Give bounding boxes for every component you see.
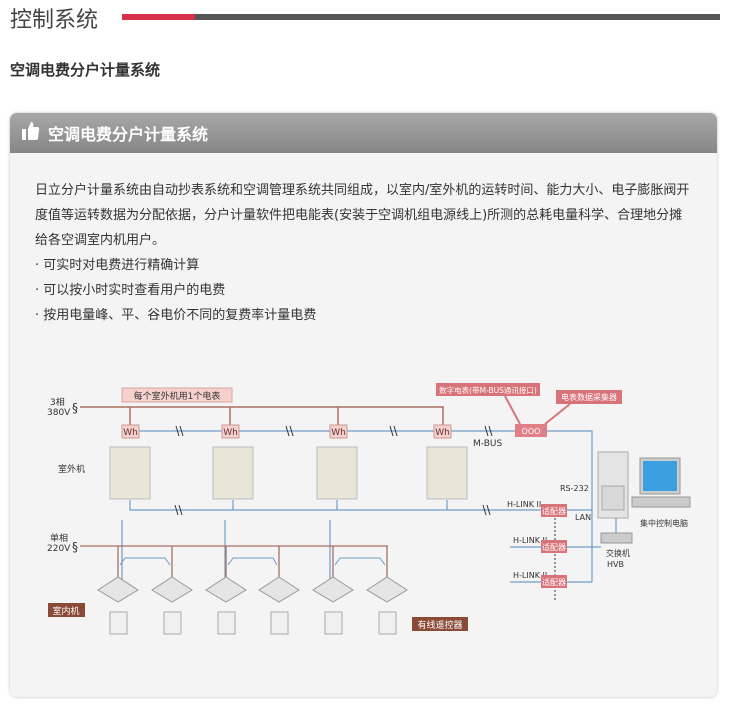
indoor-unit-label: 室内机 (52, 605, 79, 617)
panel-description: 日立分户计量系统由自动抄表系统和空调管理系统共同组成，以室内/室外机的运转时间、… (35, 178, 695, 328)
meter-label: Wh (331, 428, 346, 438)
cable-break-icon: § (72, 401, 78, 415)
adapter-label: 适配器 (542, 542, 566, 552)
adapter-label: 适配器 (542, 577, 566, 587)
page-title: 控制系统 (10, 8, 99, 33)
title-divider (122, 14, 720, 20)
outdoor-unit-label: 室外机 (58, 463, 85, 475)
cable-break-icon: § (72, 540, 78, 554)
hlink-label: H-LINK II (507, 500, 541, 509)
bullet-item: · 可实时对电费进行精确计算 (35, 258, 200, 273)
meter-collector: OOO (522, 427, 541, 436)
signal-lines (121, 430, 617, 583)
title-divider-accent (122, 14, 195, 20)
rs232-label: RS-232 (560, 484, 589, 493)
computer-icon (597, 451, 691, 519)
power-3phase-voltage: 380V (47, 408, 71, 418)
info-panel: 空调电费分户计量系统 日立分户计量系统由自动抄表系统和空调管理系统共同组成，以室… (10, 113, 717, 697)
thumbs-up-icon (22, 121, 40, 145)
remote-label: 有线遥控器 (417, 619, 462, 631)
hlink-label: H-LINK II (513, 571, 547, 580)
meter-label: Wh (435, 428, 450, 438)
hlink-label: H-LINK II (513, 536, 547, 545)
switch-icon (600, 532, 633, 544)
power-1phase-voltage: 220V (47, 544, 71, 554)
outdoor-units (109, 446, 468, 500)
intro-text: 日立分户计量系统由自动抄表系统和空调管理系统共同组成，以室内/室外机的运转时间、… (35, 183, 690, 248)
section-subtitle: 空调电费分户计量系统 (10, 61, 161, 79)
collector-label: 电表数据采集器 (561, 392, 617, 402)
switch-model: HVB (607, 560, 624, 569)
bullet-item: · 可以按小时实时查看用户的电费 (35, 283, 226, 298)
wired-remotes (109, 611, 397, 635)
power-3phase-label: 3相 (50, 396, 65, 408)
break-marks (174, 425, 493, 516)
adapters: 适配器 适配器 适配器 (541, 504, 567, 588)
energy-meters: Wh Wh Wh Wh (121, 424, 452, 439)
panel-header: 空调电费分户计量系统 (10, 113, 717, 153)
mbus-label: M-BUS (473, 439, 502, 449)
lan-label: LAN (575, 513, 591, 522)
meter-label: Wh (123, 428, 138, 438)
digital-meter-label: 数字电表(带M-BUS通讯接口) (439, 385, 537, 395)
switch-label: 交换机 (606, 548, 630, 558)
power-1phase-label: 单相 (50, 532, 68, 544)
meter-label: Wh (223, 428, 238, 438)
pc-label: 集中控制电脑 (640, 518, 688, 528)
meter-note-label: 每个室外机用1个电表 (134, 390, 221, 402)
power-lines-380v (80, 406, 444, 425)
panel-title: 空调电费分户计量系统 (48, 125, 209, 144)
bullet-item: · 按用电量峰、平、谷电价不同的复费率计量电费 (35, 308, 317, 323)
adapter-label: 适配器 (542, 506, 566, 516)
indoor-units (97, 576, 408, 603)
